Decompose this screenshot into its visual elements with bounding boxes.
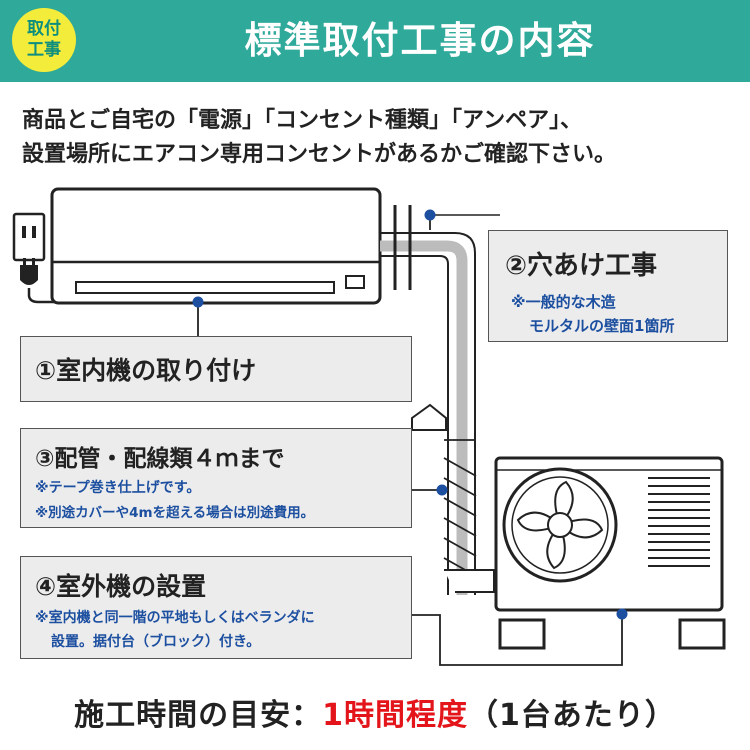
step-2-note-2: モルタルの壁面1箇所 <box>529 317 675 335</box>
intro-text: 商品とご自宅の「電源」「コンセント種類」「アンペア」、 設置場所にエアコン専用コ… <box>22 104 742 172</box>
badge-line-1: 取付 <box>27 19 61 39</box>
step-3-note-1: ※テープ巻き仕上げです。 <box>35 480 201 496</box>
footer-suffix: （1台あたり） <box>468 698 676 733</box>
step-4-note-2: 設置。据付台（ブロック）付き。 <box>51 634 261 650</box>
step-4-heading: ④室外機の設置 <box>35 572 207 601</box>
page-title: 標準取付工事の内容 <box>244 19 596 62</box>
intro-line-1: 商品とご自宅の「電源」「コンセント種類」「アンペア」、 <box>22 108 583 133</box>
fan-icon <box>502 467 618 583</box>
badge-line-2: 工事 <box>27 40 61 60</box>
step-3-box: ③配管・配線類４ｍまで ※テープ巻き仕上げです。 ※別途カバーや4mを超える場合… <box>20 428 412 528</box>
step-1-heading: ①室内機の取り付け <box>35 356 257 385</box>
piping-illustration <box>380 205 500 595</box>
power-plug-icon <box>20 258 62 304</box>
step-4-note-1: ※室内機と同一階の平地もしくはベランダに <box>35 610 315 626</box>
power-outlet-icon <box>12 212 46 262</box>
header-banner: 取付 工事 標準取付工事の内容 <box>0 0 750 82</box>
step-3-heading: ③配管・配線類４ｍまで <box>35 446 285 472</box>
footer-highlight: 1時間程度 <box>322 698 468 733</box>
callout-dots <box>192 209 628 620</box>
installation-badge: 取付 工事 <box>12 8 76 72</box>
step-4-box: ④室外機の設置 ※室内機と同一階の平地もしくはベランダに 設置。据付台（ブロック… <box>20 556 412 659</box>
step-3-note-2: ※別途カバーや4mを超える場合は別途費用。 <box>35 505 315 521</box>
install-time-footer: 施工時間の目安：1時間程度（1台あたり） <box>0 690 750 734</box>
intro-line-2: 設置場所にエアコン専用コンセントがあるかご確認下さい。 <box>22 142 617 167</box>
footer-prefix: 施工時間の目安： <box>74 698 323 733</box>
indoor-unit-illustration <box>50 187 382 305</box>
step-2-box: ②穴あけ工事 ※一般的な木造 モルタルの壁面1箇所 <box>488 230 728 342</box>
step-1-box: ①室内機の取り付け <box>20 336 412 402</box>
step-2-note-1: ※一般的な木造 <box>511 293 616 311</box>
step-2-heading: ②穴あけ工事 <box>505 251 658 281</box>
outdoor-unit-illustration <box>494 456 726 650</box>
